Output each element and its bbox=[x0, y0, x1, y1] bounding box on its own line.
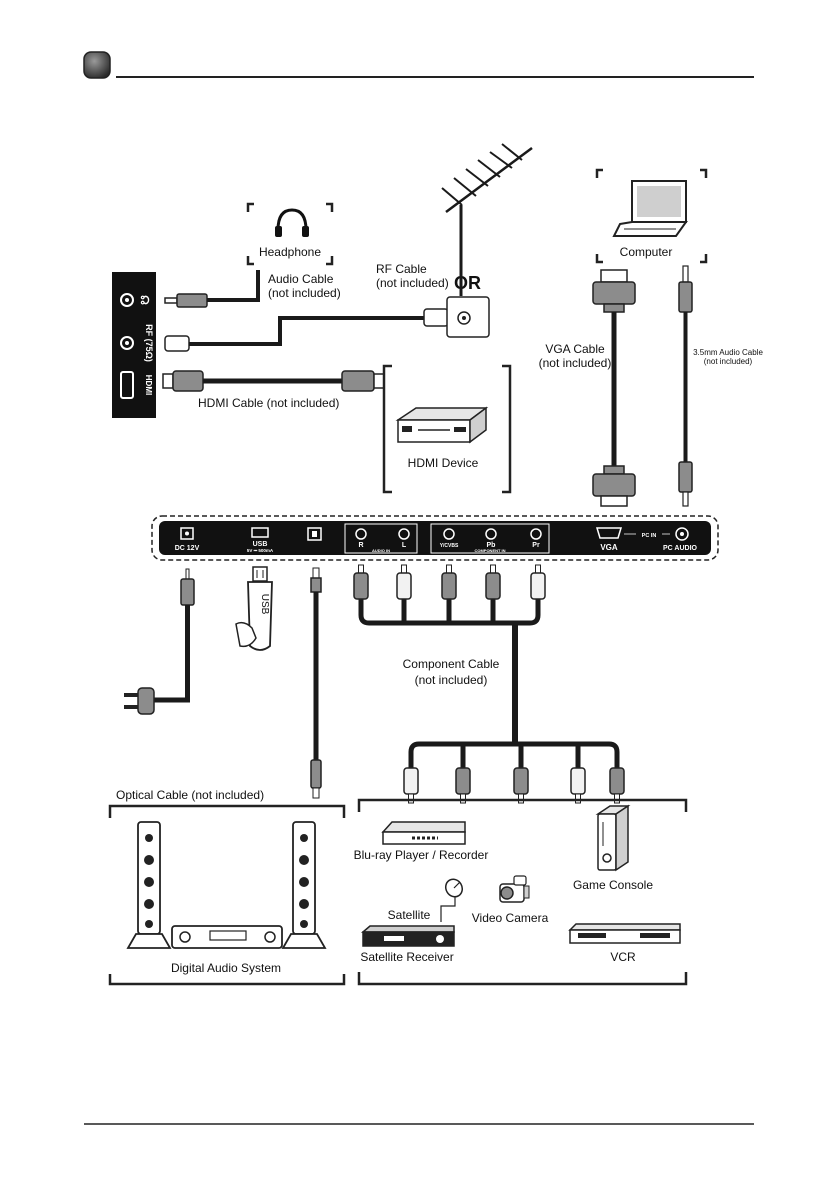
optical-port-icon bbox=[307, 527, 322, 541]
audio-in-group bbox=[344, 523, 418, 554]
left-speaker-icon bbox=[126, 821, 172, 949]
hdmi-device: HDMI Device bbox=[382, 364, 512, 494]
pr-label: Pr bbox=[532, 542, 540, 549]
vga-cable bbox=[592, 269, 636, 507]
vga-port-label: VGA bbox=[600, 543, 618, 552]
source-devices-group: Blu-ray Player / Recorder Game Console S… bbox=[354, 798, 688, 986]
audio-cable-label: Audio Cable bbox=[268, 272, 334, 286]
computer-device: Computer bbox=[595, 168, 708, 264]
headphone-icon bbox=[276, 208, 308, 231]
pr-jack-icon bbox=[530, 528, 542, 540]
satellite-dish-icon bbox=[440, 878, 464, 922]
headphone-jack-icon bbox=[120, 293, 134, 307]
audio-in-label: AUDIO IN bbox=[372, 548, 390, 553]
component-cable-label: Component Cable bbox=[403, 657, 500, 671]
audio-35-cable-note: (not included) bbox=[704, 357, 753, 366]
dvd-player-icon bbox=[395, 406, 489, 444]
or-label: OR bbox=[454, 273, 481, 293]
audio-35-cable-label: 3.5mm Audio Cable bbox=[693, 348, 763, 357]
rear-io-panel: DC 12V USB 5V ⎓ 500mA R L AUDIO IN Y/CVB… bbox=[151, 515, 719, 561]
power-plug-icon bbox=[124, 687, 155, 715]
video-camera-icon bbox=[499, 875, 530, 903]
component-cable-note: (not included) bbox=[415, 673, 488, 687]
bluray-player-icon bbox=[381, 821, 466, 845]
audio-receiver-icon bbox=[171, 925, 283, 949]
hdmi-cable-label: HDMI Cable (not included) bbox=[198, 396, 339, 410]
pc-audio-label: PC AUDIO bbox=[663, 545, 698, 552]
component-in-label: COMPONENT IN bbox=[474, 548, 505, 553]
rf-port-label: RF (75Ω) bbox=[144, 324, 154, 362]
side-io-panel: ☊ RF (75Ω) HDMI bbox=[112, 272, 156, 418]
usb-drive-label: USB bbox=[259, 594, 270, 615]
digital-audio-label: Digital Audio System bbox=[171, 961, 281, 975]
usb-port-icon bbox=[251, 527, 269, 538]
optical-cable-label: Optical Cable (not included) bbox=[116, 788, 264, 802]
video-camera-label: Video Camera bbox=[472, 911, 549, 925]
hdmi-port-icon bbox=[120, 371, 134, 399]
vcr-icon bbox=[568, 923, 681, 944]
usb-spec-label: 5V ⎓ 500mA bbox=[247, 548, 274, 553]
audio-r-jack-icon bbox=[355, 528, 367, 540]
audio-l-jack-icon bbox=[398, 528, 410, 540]
dc-jack-icon bbox=[180, 527, 194, 540]
laptop-icon bbox=[612, 180, 688, 237]
component-cable bbox=[353, 564, 625, 804]
satellite-receiver-icon bbox=[360, 925, 455, 947]
hdmi-cable bbox=[162, 370, 385, 392]
headphone-symbol-icon: ☊ bbox=[138, 295, 150, 305]
vga-cable-note: (not included) bbox=[539, 356, 612, 370]
section-bullet-icon bbox=[83, 51, 111, 79]
audio-l-label: L bbox=[402, 542, 407, 549]
headphone-label: Headphone bbox=[259, 245, 321, 259]
hdmi-port-label: HDMI bbox=[144, 375, 153, 395]
computer-label: Computer bbox=[620, 245, 673, 259]
bluray-label: Blu-ray Player / Recorder bbox=[354, 848, 489, 862]
y-cvbs-label: Y/CVBS bbox=[440, 543, 459, 549]
optical-cable bbox=[310, 567, 322, 799]
pb-label: Pb bbox=[487, 542, 496, 549]
game-console-icon bbox=[595, 804, 631, 872]
audio-35-cable bbox=[678, 265, 693, 507]
wall-socket-icon bbox=[446, 296, 490, 338]
component-in-group bbox=[430, 523, 550, 554]
satellite-receiver-label: Satellite Receiver bbox=[360, 950, 453, 964]
rf-cable-label: RF Cable bbox=[376, 262, 427, 276]
audio-cable bbox=[164, 270, 260, 308]
rf-cable bbox=[164, 308, 455, 352]
game-console-label: Game Console bbox=[573, 878, 653, 892]
dc-power-cable bbox=[124, 568, 195, 715]
vga-cable-label: VGA Cable bbox=[545, 342, 605, 356]
vga-port-icon bbox=[595, 527, 623, 539]
y-cvbs-jack-icon bbox=[443, 528, 455, 540]
rf-jack-icon bbox=[120, 336, 134, 350]
rf-cable-note: (not included) bbox=[376, 276, 449, 290]
antenna-icon bbox=[441, 143, 533, 296]
satellite-label: Satellite bbox=[388, 908, 431, 922]
hdmi-device-label: HDMI Device bbox=[408, 456, 479, 470]
pc-in-label: PC IN bbox=[642, 533, 657, 539]
digital-audio-group: Digital Audio System bbox=[108, 804, 346, 986]
right-speaker-icon bbox=[281, 821, 327, 949]
audio-cable-note: (not included) bbox=[268, 286, 341, 300]
usb-drive-icon: USB bbox=[235, 566, 273, 651]
pb-jack-icon bbox=[485, 528, 497, 540]
pc-audio-jack-icon bbox=[675, 527, 689, 541]
usb-port-label: USB bbox=[253, 541, 268, 548]
dc-port-label: DC 12V bbox=[175, 545, 200, 552]
headphone-device: Headphone bbox=[246, 202, 334, 266]
audio-r-label: R bbox=[358, 542, 363, 549]
vcr-label: VCR bbox=[610, 950, 636, 964]
